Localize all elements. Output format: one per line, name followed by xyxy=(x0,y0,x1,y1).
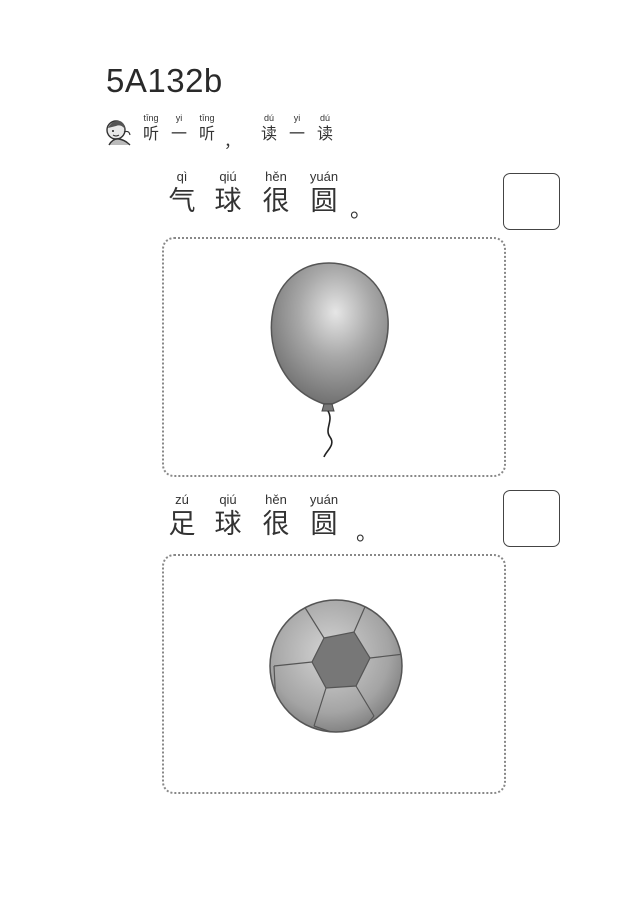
sentence-1-word-2: qiú 球 xyxy=(214,169,242,217)
worksheet-code: 5A132b xyxy=(106,62,223,99)
sentence-1-word-1: qì 气 xyxy=(168,169,196,217)
answer-box-2[interactable] xyxy=(503,490,560,547)
sentence-2-word-2: qiú 球 xyxy=(214,492,242,540)
picture-frame-1 xyxy=(162,237,506,477)
sentence-1-word-3: hěn 很 xyxy=(262,169,290,217)
sentence-2-period: 。 xyxy=(356,521,379,546)
sentence-2-word-3: hěn 很 xyxy=(262,492,290,540)
instruction-word-5: yi 一 xyxy=(288,113,305,143)
instruction-word-3: tīng 听 xyxy=(198,113,215,143)
instruction-word-4: dú 读 xyxy=(260,113,277,143)
sentence-2-word-4: yuán 圆 xyxy=(309,492,339,540)
instruction-comma: ， xyxy=(224,132,241,151)
sentence-2-word-1: zú 足 xyxy=(168,492,196,540)
soccer-ball-illustration xyxy=(269,599,403,733)
balloon-illustration xyxy=(270,262,389,458)
instruction-word-2: yi 一 xyxy=(170,113,187,143)
child-listening-icon xyxy=(106,120,131,146)
sentence-1-period: 。 xyxy=(350,198,373,223)
answer-box-1[interactable] xyxy=(503,173,560,230)
instruction-word-6: dú 读 xyxy=(316,113,333,143)
picture-frame-2 xyxy=(162,554,506,794)
instruction-word-1: tīng 听 xyxy=(142,113,159,143)
sentence-1-word-4: yuán 圆 xyxy=(309,169,339,217)
